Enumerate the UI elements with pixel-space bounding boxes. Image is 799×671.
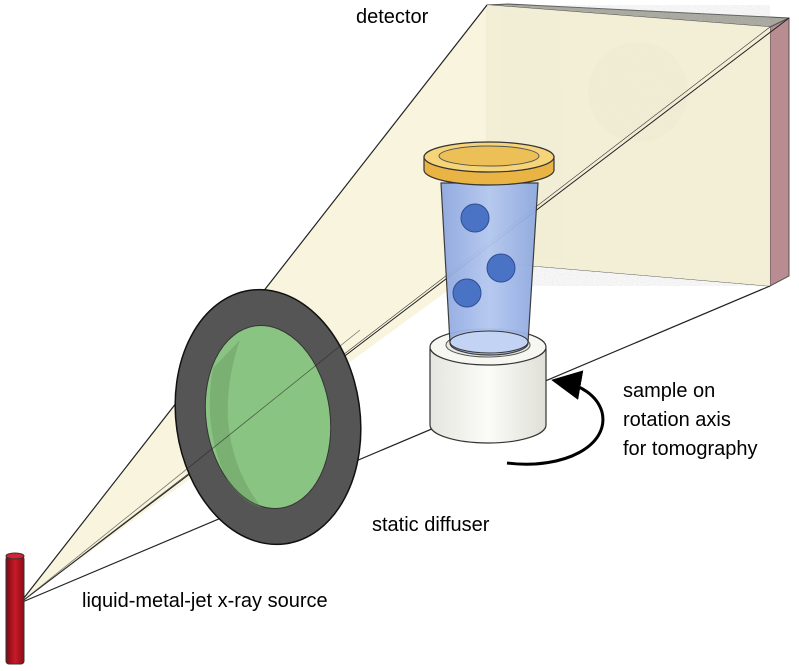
particle-3: [452, 278, 482, 308]
particle-2: [486, 253, 516, 283]
beam-edge-lower: [19, 285, 771, 604]
diffuser-glass-shade: [209, 340, 262, 508]
sample-tube: [440, 182, 539, 356]
mount-body: [429, 348, 547, 444]
source-jet: [5, 555, 25, 665]
beam-axis-2: [19, 26, 771, 604]
source-label: liquid-metal-jet x-ray source: [82, 590, 328, 612]
sample-cap: [423, 141, 555, 186]
diffuser-beam-pass: [19, 329, 361, 604]
sample-label-line-3: for tomography: [623, 438, 758, 460]
cap-inner: [438, 145, 540, 167]
diffuser-label: static diffuser: [372, 514, 490, 536]
source-jet-top: [5, 552, 25, 560]
diffuser-glass: [204, 324, 332, 510]
sample-label-line-1: sample on: [623, 380, 716, 402]
rotation-arrow: [506, 370, 605, 466]
static-diffuser: [19, 288, 362, 604]
sample-label-line-2: rotation axis: [623, 409, 731, 431]
beam-axis: [19, 17, 790, 604]
tube-bottom: [449, 330, 529, 354]
particle-1: [460, 203, 490, 233]
xray-source: [5, 552, 25, 665]
detector-side: [769, 17, 790, 287]
detector-label: detector: [356, 6, 429, 28]
